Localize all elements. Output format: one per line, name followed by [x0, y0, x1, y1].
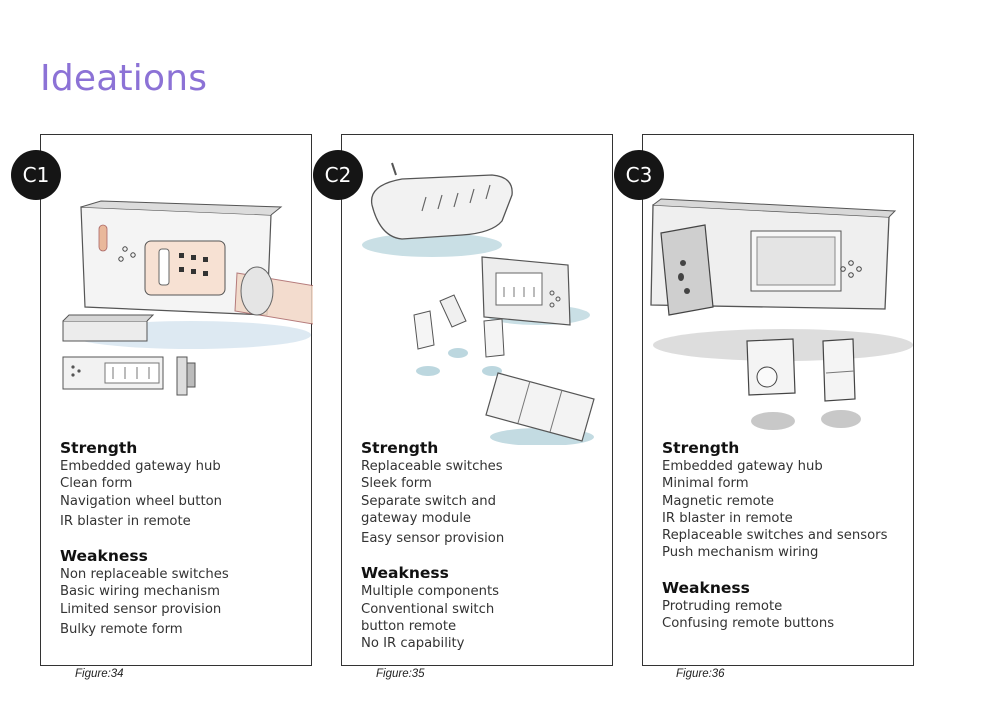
list-item: Easy sensor provision [361, 531, 505, 547]
list-item: IR blaster in remote [60, 513, 191, 529]
page-title: Ideations [40, 58, 208, 99]
list-item: Sleek form [361, 476, 432, 492]
list-item: gateway module [361, 510, 472, 526]
strength-heading: Strength [60, 439, 138, 457]
concept-text-c3: Strength Embedded gateway hub Minimal fo… [662, 439, 905, 632]
list-item: Clean form [60, 476, 133, 492]
list-item: Separate switch and [361, 493, 497, 509]
concept-badge-c3: C3 [614, 150, 664, 200]
figure-caption: Figure:34 [75, 668, 124, 680]
weakness-heading: Weakness [361, 564, 449, 583]
list-item: Protruding remote [662, 598, 783, 614]
list-item: Conventional switch [361, 601, 495, 617]
concept-badge-c1: C1 [11, 150, 61, 200]
list-item: Minimal form [662, 476, 749, 492]
list-item: Push mechanism wiring [662, 545, 819, 561]
strength-list: Embedded gateway hub Minimal form Magnet… [662, 458, 905, 562]
figure-caption: Figure:35 [376, 668, 425, 680]
strength-heading: Strength [361, 439, 439, 457]
weakness-heading: Weakness [60, 547, 148, 566]
list-item: button remote [361, 619, 457, 635]
list-item: Bulky remote form [60, 622, 183, 638]
list-item: Magnetic remote [662, 493, 775, 509]
weakness-list: Protruding remote Confusing remote butto… [662, 598, 905, 633]
strength-list: Embedded gateway hub Clean form Navigati… [60, 458, 303, 530]
weakness-heading: Weakness [662, 578, 750, 597]
concept-text-c2: Strength Replaceable switches Sleek form… [361, 439, 604, 653]
list-item: IR blaster in remote [662, 510, 793, 526]
concept-card-c1: Strength Embedded gateway hub Clean form… [40, 134, 313, 666]
list-item: Basic wiring mechanism [60, 584, 220, 600]
list-item: Replaceable switches [361, 459, 503, 474]
list-item: Non replaceable switches [60, 567, 229, 583]
sketch-c1 [62, 200, 313, 396]
list-item: Multiple components [361, 584, 500, 600]
concept-card-c3: Strength Embedded gateway hub Minimal fo… [642, 134, 914, 666]
concept-text-c1: Strength Embedded gateway hub Clean form… [60, 439, 303, 638]
list-item: Embedded gateway hub [60, 459, 221, 474]
strength-list: Replaceable switches Sleek form Separate… [361, 458, 604, 547]
concept-badge-c2: C2 [313, 150, 363, 200]
list-item: Embedded gateway hub [662, 459, 823, 474]
list-item: Limited sensor provision [60, 601, 222, 617]
sketch-c3 [650, 198, 913, 430]
weakness-list: Multiple components Conventional switch … [361, 583, 604, 652]
list-item: No IR capability [361, 636, 465, 652]
list-item: Replaceable switches and sensors [662, 528, 888, 544]
strength-heading: Strength [662, 439, 740, 457]
figure-caption: Figure:36 [676, 668, 725, 680]
list-item: Confusing remote buttons [662, 616, 835, 632]
concept-card-c2: Strength Replaceable switches Sleek form… [341, 134, 613, 666]
weakness-list: Non replaceable switches Basic wiring me… [60, 566, 303, 638]
sketch-c2 [362, 162, 595, 445]
list-item: Navigation wheel button [60, 493, 223, 509]
